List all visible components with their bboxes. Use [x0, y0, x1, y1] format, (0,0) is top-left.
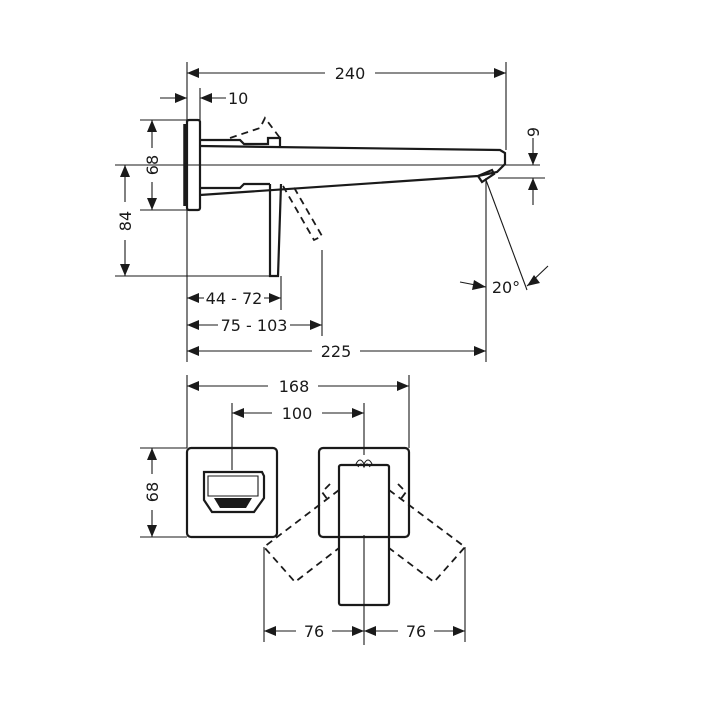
dim-75-103-label: 75 - 103: [221, 316, 288, 335]
dim-168-label: 168: [279, 377, 310, 396]
dim-44-72-label: 44 - 72: [206, 289, 263, 308]
front-view: [140, 375, 467, 645]
dim-68-side-label: 68: [143, 155, 162, 175]
dim-spout-projection: 225: [187, 342, 486, 361]
dim-spout-thickness: 9: [524, 127, 543, 205]
dim-9-label: 9: [524, 127, 543, 137]
dim-76-right-label: 76: [406, 622, 426, 641]
dim-20deg-label: 20°: [492, 278, 520, 297]
side-view: [115, 62, 545, 362]
dim-76-left-label: 76: [304, 622, 324, 641]
dim-outlet-angle: 20°: [459, 265, 549, 297]
dim-240-label: 240: [335, 64, 366, 83]
dim-rosette-height: 68: [143, 120, 162, 210]
dim-lever-reach: 44 - 72: [187, 289, 281, 308]
dim-10-label: 10: [228, 89, 248, 108]
dim-lever-reach-open: 75 - 103: [187, 316, 322, 335]
dim-225-label: 225: [321, 342, 352, 361]
dim-100-label: 100: [282, 404, 313, 423]
dim-68-front-label: 68: [143, 482, 162, 502]
dim-rosette-thickness: 10: [160, 89, 248, 108]
dim-overall-width: 168: [187, 377, 409, 396]
dim-84-label: 84: [116, 211, 135, 231]
dim-lever-swing: 76 76: [264, 622, 465, 641]
dim-overall-length: 240: [187, 64, 506, 83]
dim-plate-height: 68: [143, 448, 162, 537]
dim-centre-distance: 100: [232, 404, 364, 423]
dim-lever-drop: 84: [116, 165, 135, 276]
